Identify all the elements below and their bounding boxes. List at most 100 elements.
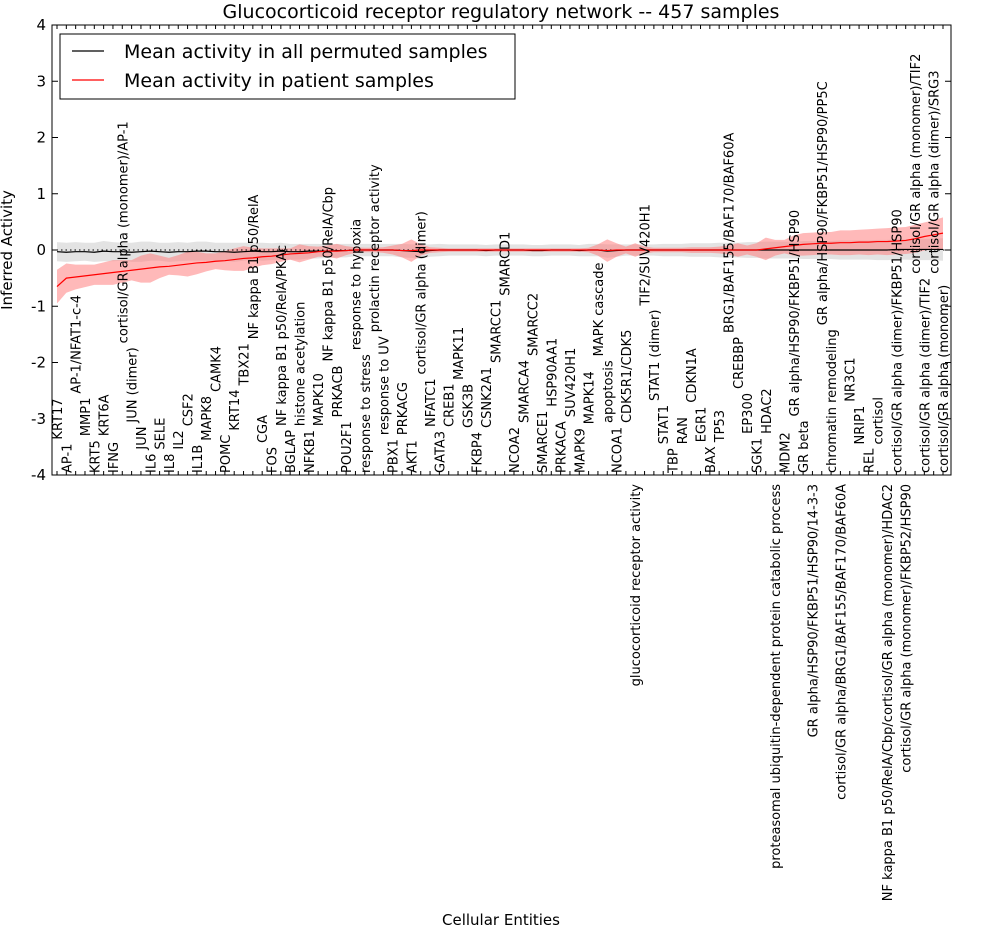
- y-tick-label: -1: [31, 297, 46, 315]
- plot-frame: [51, 24, 952, 476]
- x-tick-label: MAPK14: [583, 371, 598, 424]
- x-tick-label: BGLAP: [284, 430, 299, 473]
- x-tick-label: TBP: [667, 448, 682, 474]
- y-tick-label: 1: [36, 185, 46, 203]
- x-tick-label: SUV420H1: [564, 348, 579, 418]
- x-tick-label: MAPK8: [200, 396, 215, 441]
- x-tick-label: MMP1: [79, 398, 94, 437]
- x-tick-label: cortisol/GR alpha (dimer)/TIF2: [918, 278, 933, 473]
- x-tick-label: FKBP4: [471, 432, 486, 473]
- patient-mean-line: [56, 232, 944, 288]
- x-tick-label: AP-1: [60, 444, 75, 473]
- x-tick-label: TIF2/SUV420H1: [639, 204, 654, 306]
- y-tick-label: -3: [31, 410, 46, 428]
- x-tick-label: POMC: [219, 435, 234, 473]
- x-tick-label: CDKN1A: [685, 348, 700, 403]
- x-tick-label: apoptosis: [601, 360, 616, 423]
- x-tick-label: BRG1/BAF155/BAF170/BAF60A: [722, 133, 737, 333]
- x-tick-label: KRT17: [51, 398, 66, 439]
- x-tick-label: cortisol/GR alpha (monomer)/TIF2: [909, 54, 924, 274]
- x-tick-label: cortisol/GR alpha (monomer)/FKBP52/HSP90: [900, 484, 915, 773]
- series-lines: [56, 232, 944, 288]
- x-tick-label: GATA3: [433, 431, 448, 473]
- x-tick-label: NFKB1: [303, 430, 318, 473]
- x-tick-label: HDAC2: [760, 388, 775, 434]
- x-tick-label: GR alpha/HSP90/FKBP51/HSP90/PP5C: [816, 81, 831, 325]
- x-tick-label: IL1B: [191, 445, 206, 473]
- x-tick-label: JUN: [135, 427, 150, 451]
- x-tick-label: response to hypoxia: [349, 219, 364, 350]
- x-tick-label: PBX1: [387, 439, 402, 473]
- x-tick-label: chromatin remodeling: [825, 329, 840, 473]
- x-tick-label: NRIP1: [853, 406, 868, 445]
- x-tick-label: TP53: [713, 410, 728, 443]
- y-tick-label: -2: [31, 354, 46, 372]
- x-tick-label: CAMK4: [210, 346, 225, 392]
- x-tick-label: STAT1: [657, 405, 672, 444]
- legend-box: [59, 33, 516, 100]
- x-tick-label: prolactin receptor activity: [368, 164, 383, 332]
- x-tick-label: PRKACB: [331, 366, 346, 418]
- x-tick-label: AP-1/NFAT1-c-4: [70, 295, 85, 394]
- x-tick-label: GR alpha/HSP90/FKBP51/HSP90/14-3-3: [806, 484, 821, 737]
- x-tick-label: GSK3B: [461, 384, 476, 428]
- x-tick-label: MAPK11: [452, 327, 467, 380]
- x-tick-label: SMARCC1: [489, 300, 504, 363]
- x-tick-label: KRT5: [88, 440, 103, 473]
- x-tick-label: cortisol/GR alpha (monomer): [937, 285, 952, 473]
- x-tick-label: CSF2: [182, 393, 197, 426]
- x-tick-label: IL2: [172, 430, 187, 449]
- patient-band: [57, 217, 943, 304]
- y-tick-label: 3: [36, 72, 46, 90]
- x-tick-label: cortisol/GR alpha (monomer)/AP-1: [116, 121, 131, 343]
- y-tick-label: 0: [36, 241, 46, 259]
- x-tick-label: SMARCC2: [527, 293, 542, 356]
- x-tick-label: NR3C1: [844, 357, 859, 401]
- x-tick-label: REL: [862, 448, 877, 473]
- x-tick-label: BAX: [704, 446, 719, 473]
- x-tick-label: STAT1 (dimer): [648, 310, 663, 401]
- x-tick-label: SMARCE1: [536, 411, 551, 473]
- x-tick-label: KRT6A: [98, 394, 113, 436]
- x-tick-label: FOS: [266, 447, 281, 473]
- x-tick-label: PRKACA: [555, 421, 570, 473]
- x-tick-label: SMARCA4: [517, 360, 532, 423]
- legend: Mean activity in all permuted samples Me…: [59, 33, 516, 100]
- x-tick-label: GR beta: [797, 420, 812, 473]
- x-tick-label: NF kappa B1 p50/RelA/Cbp: [321, 187, 336, 362]
- x-tick-label: TBX21: [238, 343, 253, 386]
- x-axis-label: Cellular Entities: [442, 911, 560, 929]
- x-tick-label: IFNG: [107, 442, 122, 473]
- x-tick-label: CREBBP: [732, 337, 747, 389]
- x-tick-label: MAPK cascade: [592, 263, 607, 357]
- x-tick-label: MAPK10: [312, 373, 327, 426]
- x-tick-label: NF kappa B1 p50/RelA/PKAc: [275, 245, 290, 426]
- x-tick-label: GR alpha/HSP90/FKBP51/HSP90: [788, 210, 803, 417]
- x-tick-label: EGR1: [695, 407, 710, 443]
- x-tick-label: EP300: [741, 393, 756, 434]
- y-tick-label: 4: [36, 16, 46, 34]
- x-tick-label: CSNK2A1: [480, 367, 495, 428]
- x-tick-label: MAPK9: [573, 428, 588, 473]
- x-tick-label: AKT1: [405, 440, 420, 473]
- x-tick-label: POU2F1: [340, 421, 355, 473]
- x-tick-label: MDM2: [778, 432, 793, 473]
- x-tick-label: response to stress: [359, 354, 374, 473]
- x-tick-label: CGA: [256, 415, 271, 443]
- x-tick-label: cortisol: [872, 397, 887, 445]
- legend-label-patient: Mean activity in patient samples: [124, 70, 434, 92]
- x-tick-label: JUN (dimer): [126, 347, 141, 423]
- x-tick-label: histone acetylation: [293, 302, 308, 426]
- x-tick-label: cortisol/GR alpha (dimer): [415, 211, 430, 374]
- x-tick-label: cortisol/GR alpha/BRG1/BAF155/BAF170/BAF…: [834, 484, 849, 800]
- legend-label-permuted: Mean activity in all permuted samples: [124, 41, 487, 63]
- x-tick-label: HSP90AA1: [545, 338, 560, 407]
- x-tick-label: NCOA1: [611, 427, 626, 473]
- y-tick-label: -4: [31, 466, 46, 484]
- x-tick-label: glucocorticoid receptor activity: [629, 484, 644, 687]
- x-tick-label: KRT14: [228, 390, 243, 431]
- x-tick-label: RAN: [676, 417, 691, 444]
- chart-title: Glucocorticoid receptor regulatory netwo…: [223, 1, 780, 23]
- x-tick-label: CDK5R1/CDK5: [620, 330, 635, 423]
